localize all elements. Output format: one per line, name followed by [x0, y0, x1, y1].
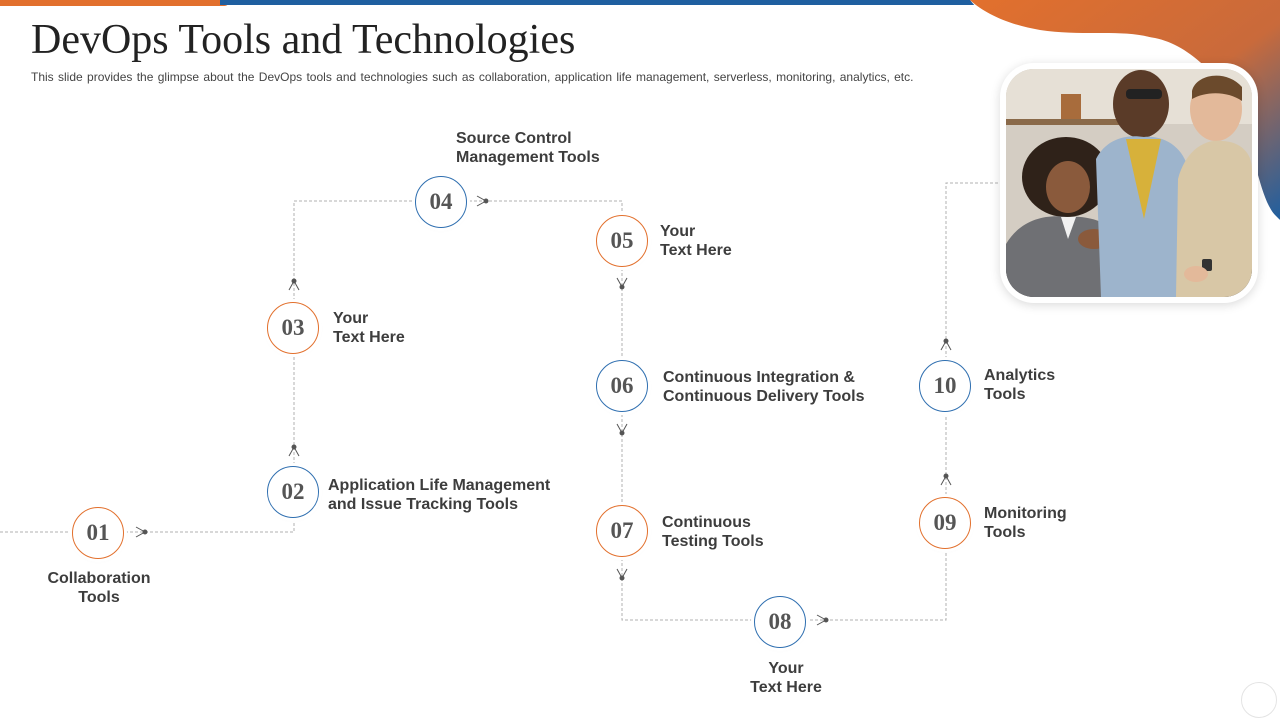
- step-label-02: Application Life Management and Issue Tr…: [328, 477, 551, 513]
- step-node-08: 08: [754, 596, 806, 648]
- step-label-06: Continuous Integration & Continuous Deli…: [663, 369, 865, 405]
- step-node-01: 01: [72, 507, 124, 559]
- step-node-02: 02: [267, 466, 319, 518]
- step-node-06: 06: [596, 360, 648, 412]
- arrow-right-icon: [816, 614, 829, 626]
- top-accent-orange: [0, 0, 230, 6]
- step-node-07: 07: [596, 505, 648, 557]
- step-label-03: Your Text Here: [333, 310, 405, 346]
- step-node-10: 10: [919, 360, 971, 412]
- top-accent-blue: [220, 0, 1000, 5]
- step-node-03: 03: [267, 302, 319, 354]
- arrow-right-icon: [135, 526, 148, 538]
- arrow-down-icon: [616, 277, 628, 290]
- step-label-09: Monitoring Tools: [984, 505, 1067, 541]
- step-label-10: Analytics Tools: [984, 367, 1056, 403]
- arrow-up-icon: [940, 473, 952, 486]
- step-node-09: 09: [919, 497, 971, 549]
- corner-circle: [1241, 682, 1277, 718]
- arrow-right-icon: [476, 195, 489, 207]
- corner-decoration: [970, 0, 1280, 220]
- arrow-up-icon: [288, 278, 300, 291]
- arrow-up-icon: [288, 444, 300, 457]
- arrow-up-icon: [940, 338, 952, 351]
- team-meeting-photo: [1006, 69, 1252, 297]
- page-title: DevOps Tools and Technologies: [31, 17, 576, 63]
- arrow-down-icon: [616, 568, 628, 581]
- step-label-08: Your Text Here: [750, 660, 822, 696]
- step-label-01: Collaboration Tools: [47, 570, 151, 606]
- page-subtitle: This slide provides the glimpse about th…: [31, 70, 914, 84]
- step-label-04: Source Control Management Tools: [456, 130, 600, 166]
- step-node-04: 04: [415, 176, 467, 228]
- step-node-05: 05: [596, 215, 648, 267]
- step-label-07: Continuous Testing Tools: [662, 514, 764, 550]
- arrow-down-icon: [616, 423, 628, 436]
- step-label-05: Your Text Here: [660, 223, 732, 259]
